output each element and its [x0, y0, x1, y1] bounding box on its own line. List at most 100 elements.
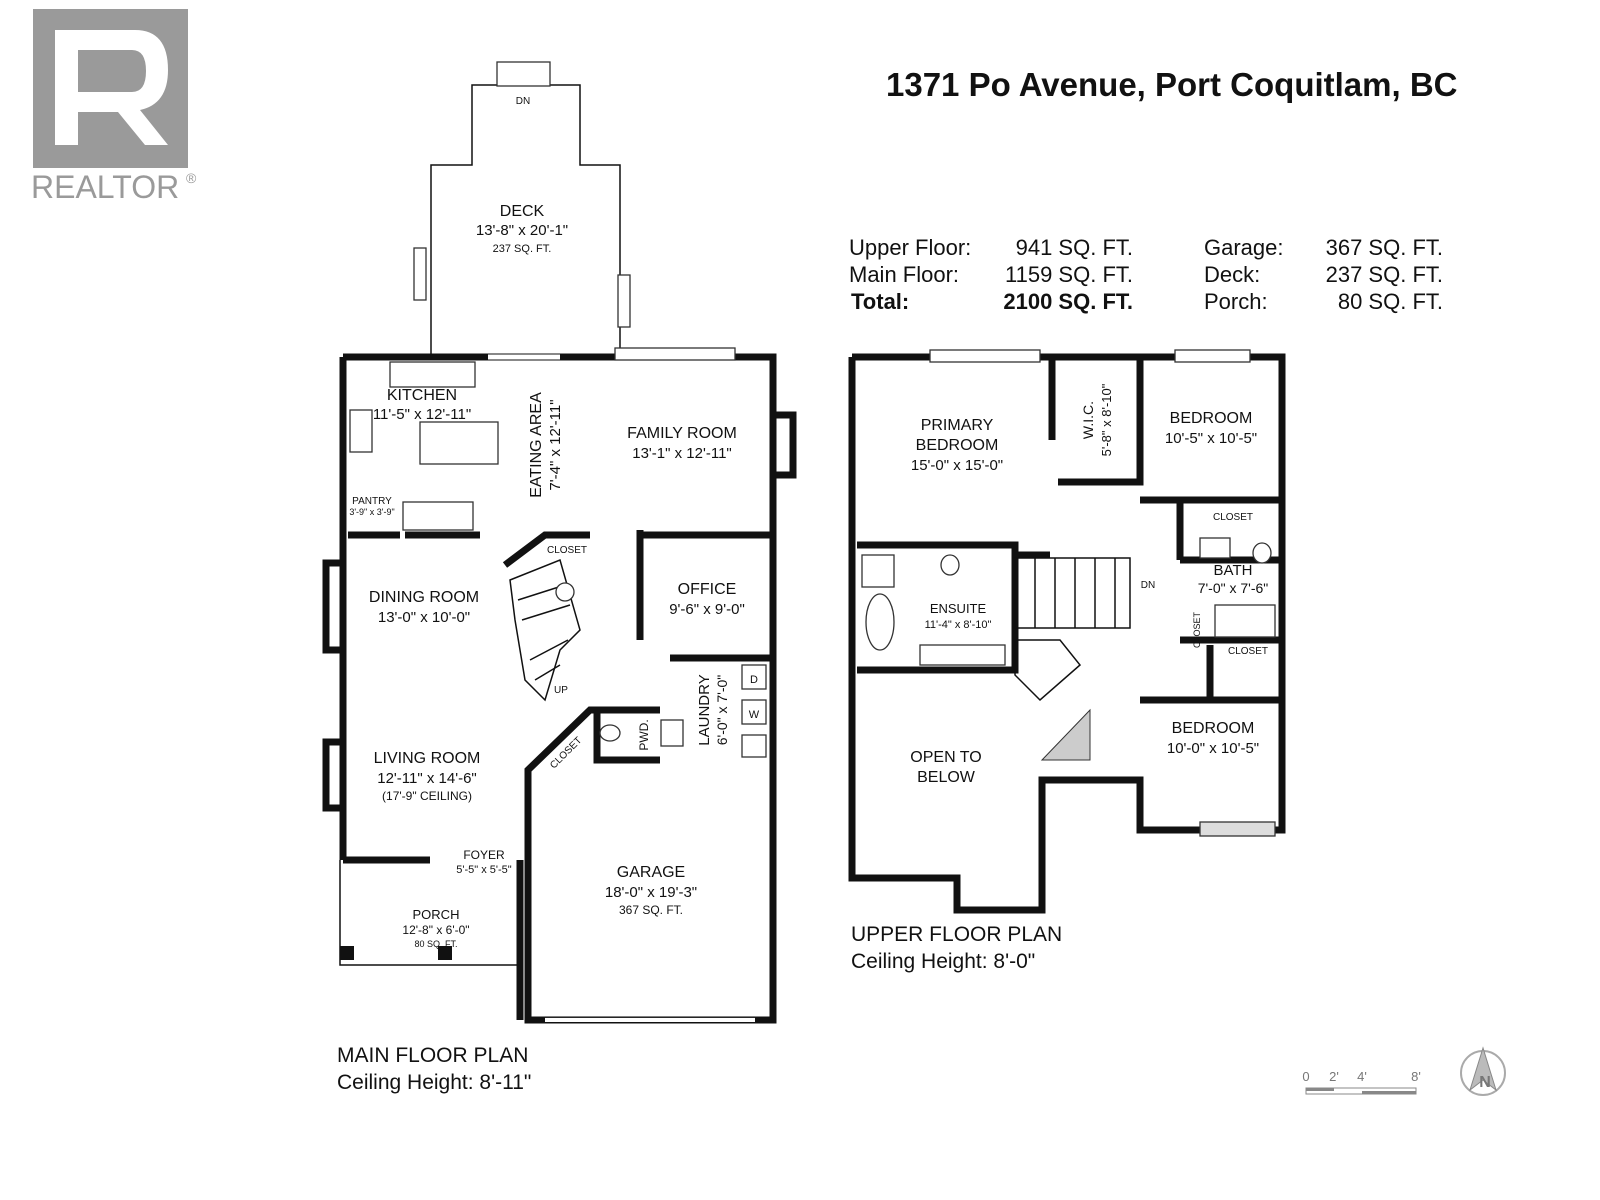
realtor-logo: REALTOR ® [31, 9, 197, 205]
garage-entry-wall [524, 706, 660, 775]
garage-area-label: Garage: [1204, 235, 1284, 260]
dining-room-name: DINING ROOM [369, 589, 479, 606]
pantry-name: PANTRY [352, 496, 392, 507]
office-name: OFFICE [678, 581, 737, 598]
north-arrow-icon: N [1460, 1046, 1506, 1096]
main-floor-value: 1159 SQ. FT. [1005, 262, 1133, 287]
deck-dims: 13'-8" x 20'-1" [476, 222, 568, 239]
ensuite-dims: 11'-4" x 8'-10" [925, 619, 992, 631]
open-below-hatch [1040, 708, 1091, 761]
family-room-dims: 13'-1" x 12'-11" [632, 445, 732, 462]
deck-area-label: Deck: [1204, 262, 1260, 287]
bath-sink-icon [1199, 537, 1231, 559]
bedroom2-closet-label: CLOSET [1213, 512, 1253, 523]
bedroom2-dims: 10'-5" x 10'-5" [1165, 430, 1257, 447]
area-summary: Upper Floor: 941 SQ. FT. Main Floor: 115… [849, 235, 1443, 314]
bath-tub-icon [1214, 604, 1276, 638]
main-floor-label: Main Floor: [849, 262, 959, 287]
bedroom3-window [1199, 821, 1276, 837]
pantry-counter [402, 501, 474, 531]
main-floor-title: MAIN FLOOR PLAN [337, 1044, 528, 1067]
upper-stair [1014, 557, 1131, 702]
kitchen-name: KITCHEN [387, 387, 457, 404]
ensuite-vanity [919, 644, 1006, 666]
laundry-name: LAUNDRY [696, 674, 713, 745]
stair-up-label: UP [554, 685, 568, 696]
garage-dims: 18'-0" x 19'-3" [605, 884, 697, 901]
logo-letter-r-icon [55, 30, 168, 145]
washer-label: W [749, 709, 760, 721]
garage-area: 367 SQ. FT. [619, 903, 683, 917]
deck-name: DECK [500, 203, 545, 220]
powder-sink-icon [660, 719, 684, 747]
porch-area-label: Porch: [1204, 289, 1268, 314]
porch-post-right [438, 946, 452, 960]
dryer-icon [741, 664, 767, 690]
eating-area-dims: 7'-4" x 12'-11" [547, 399, 564, 490]
total-value: 2100 SQ. FT. [1003, 289, 1133, 314]
scale-bar: 0 2' 4' 8' [1302, 1069, 1421, 1095]
kitchen-dims: 11'-5" x 12'-11" [373, 406, 471, 423]
stair-closet-label: CLOSET [547, 545, 587, 556]
ensuite-toilet-icon [940, 554, 960, 576]
wic-name: W.I.C. [1080, 401, 1096, 439]
scale-tick-0: 0 [1302, 1069, 1309, 1084]
porch-name: PORCH [413, 907, 460, 922]
primary-bedroom-name-2: BEDROOM [916, 437, 999, 454]
deck-stair-right [617, 274, 631, 328]
bedroom3-name: BEDROOM [1172, 720, 1255, 737]
washer-icon [741, 699, 767, 725]
living-room-ceiling: (17'-9" CEILING) [382, 789, 472, 803]
upper-floor-plan: PRIMARY BEDROOM 15'-0" x 15'-0" W.I.C. 5… [848, 349, 1286, 973]
dryer-label: D [750, 674, 758, 686]
scale-tick-2: 2' [1329, 1069, 1339, 1084]
primary-bedroom-dims: 15'-0" x 15'-0" [911, 457, 1003, 474]
deck-dn-label: DN [516, 96, 530, 107]
toilet-icon [599, 724, 621, 742]
office-dims: 9'-6" x 9'-0" [669, 601, 745, 618]
deck-stair-left [413, 247, 427, 301]
upper-exterior-north [852, 353, 1286, 834]
bedroom3-dims: 10'-0" x 10'-5" [1167, 740, 1259, 757]
living-room-dims: 12'-11" x 14'-6" [377, 770, 477, 787]
bathtub-ensuite-icon [865, 593, 895, 651]
bath-name: BATH [1214, 562, 1253, 579]
garage-name: GARAGE [617, 864, 685, 881]
bedroom2-name: BEDROOM [1170, 410, 1253, 427]
kitchen-stove [349, 409, 373, 453]
dining-bay-window [322, 559, 343, 654]
family-room-name: FAMILY ROOM [627, 425, 737, 442]
hall-closet-label: CLOSET [1192, 611, 1202, 648]
kitchen-counter-top [389, 361, 476, 388]
upper-bath-walls [1140, 496, 1282, 700]
upper-stair-dn-label: DN [1141, 580, 1155, 591]
ensuite-name: ENSUITE [930, 601, 987, 616]
living-fireplace-bump [322, 738, 343, 812]
kitchen-island [419, 421, 499, 465]
shower-icon [861, 554, 895, 588]
foyer-name: FOYER [463, 848, 505, 862]
upper-floor-value: 941 SQ. FT. [1016, 235, 1133, 260]
porch-post-left [340, 946, 354, 960]
porch-dims: 12'-8" x 6'-0" [402, 923, 469, 937]
dining-room-dims: 13'-0" x 10'-0" [378, 609, 470, 626]
porch-area-value: 80 SQ. FT. [1338, 289, 1443, 314]
open-to-below-1: OPEN TO [910, 749, 981, 766]
garage-area-value: 367 SQ. FT. [1326, 235, 1443, 260]
stair-closet-wall [502, 531, 590, 568]
bedroom3-closet-label: CLOSET [1228, 646, 1268, 657]
laundry-sink-icon [741, 734, 767, 758]
upper-floor-label: Upper Floor: [849, 235, 971, 260]
main-floor-ceiling: Ceiling Height: 8'-11" [337, 1071, 531, 1094]
scale-tick-4: 4' [1357, 1069, 1367, 1084]
pantry-dims: 3'-9" x 3'-9" [349, 507, 394, 517]
main-stair [509, 558, 581, 702]
deck-outline [430, 84, 621, 355]
bedroom2-window [1174, 349, 1251, 363]
living-room-name: LIVING ROOM [374, 750, 481, 767]
compass-north-label: N [1479, 1074, 1491, 1091]
office-walls [636, 530, 773, 662]
porch-outline [339, 860, 520, 966]
upper-exterior-south [848, 357, 1190, 914]
upper-floor-title: UPPER FLOOR PLAN [851, 923, 1062, 946]
